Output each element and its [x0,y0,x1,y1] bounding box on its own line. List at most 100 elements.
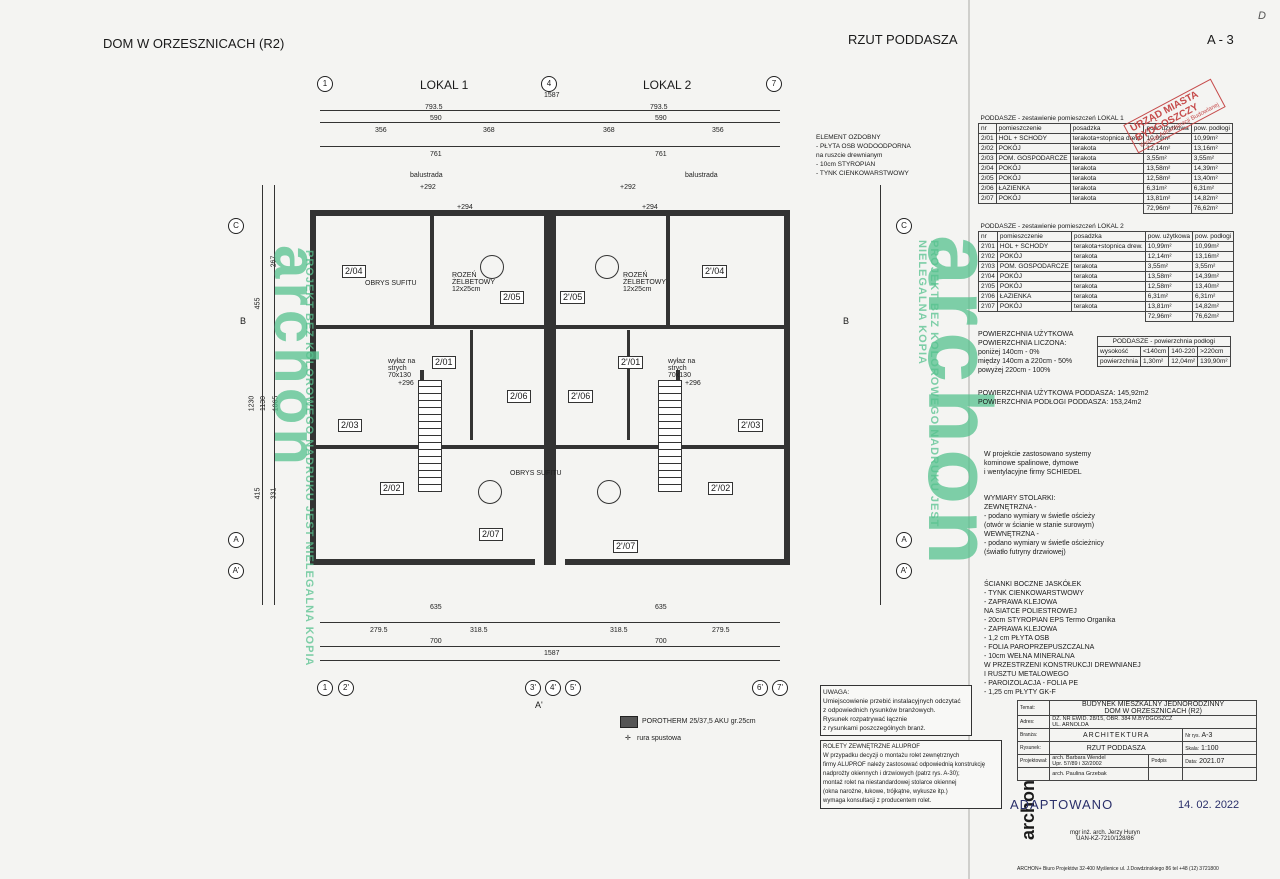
stairs [418,380,442,492]
dim: 590 [430,115,442,122]
dim: 700 [430,638,442,645]
axis-mark: 7 [766,76,782,92]
room-label: 2/01 [432,356,456,369]
paper-fold [968,0,970,879]
dim: 761 [655,151,667,158]
level-mark: +296 [685,380,701,387]
brand-watermark: archon [262,245,329,470]
axis-mark: 4' [545,680,561,696]
lokal1-label: LOKAL 1 [420,78,469,92]
axis-mark: 1 [317,680,333,696]
copy-warning-watermark: PROJEKT BEZ KOLOROWEGO NADRUKU JEST NIEL… [303,250,315,667]
dim: 415 [254,487,262,500]
roof-window-symbol [595,255,619,279]
dim: 356 [375,127,387,134]
dim-line [320,146,780,147]
office-footer: ARCHON+ Biuro Projektów 32-400 Myślenice… [1017,866,1219,872]
wall [565,559,790,565]
joinery-dimensions-note: WYMIARY STOLARKI: ZEWNĘTRZNA - - podano … [984,495,1104,556]
room-label: 2/07 [479,528,503,541]
stairs [658,380,682,492]
dim-half: 793.5 [425,104,443,111]
copy-warning-watermark: PROJEKT BEZ KOLOROWEGO NADRUKU JEST NIEL… [916,240,940,528]
dim-line [320,622,780,623]
axis-mark: C [896,218,912,234]
room-label: 2'/05 [560,291,586,304]
room-label: 2/05 [500,291,524,304]
room-label: 2'/02 [708,482,734,495]
chimney-note: ROZEŃ ŻELBETOWY 12x25cm [452,272,495,293]
dormer-wall-layers-note: ŚCIANKI BOCZNE JASKÓŁEK - TYNK CIENKOWAR… [984,581,1141,696]
dim: 368 [483,127,495,134]
corner-mark: D [1258,10,1266,22]
dim: 635 [430,604,442,611]
dim-overall-top: 1587 [544,92,560,99]
dim: 318.5 [470,627,488,634]
axis-mark: A [228,532,244,548]
dim: 700 [655,638,667,645]
axis-mark: 4 [541,76,557,92]
sheet-number: A - 3 [1207,32,1234,47]
axis-mark: 2' [338,680,354,696]
dim-line [320,110,780,111]
axis-mark: 3' [525,680,541,696]
party-wall [544,210,556,565]
room-label: 2/04 [342,265,366,278]
sheet-subtitle: RZUT PODDASZA [848,32,958,47]
roof-window-symbol [597,480,621,504]
checker-credentials: mgr inż. arch. Jerzy Huryn UAN-KZ-7210/1… [1070,830,1141,842]
dim: 590 [655,115,667,122]
level-mark: +294 [457,204,473,211]
wall [430,216,434,325]
axis-mark: A [896,532,912,548]
axis-mark: A' [896,563,912,579]
axis-mark: A' [228,563,244,579]
wall [666,216,670,325]
dim-line [274,185,275,605]
dim: 279.5 [712,627,730,634]
shutters-note-box: ROLETY ZEWNĘTRZNE ALUPROF W przypadku de… [820,740,1002,809]
dim: 356 [712,127,724,134]
axis-mark: 5' [565,680,581,696]
roof-window-symbol [480,255,504,279]
downpipe-legend-label: rura spustowa [637,735,681,742]
dim: 368 [603,127,615,134]
wall [310,210,316,565]
dim: 1230 [248,395,256,412]
downpipe-legend-icon: ✛ [625,735,631,742]
wall [316,325,544,329]
attic-hatch-note: wyłaz na strych 70x130 [388,358,416,379]
dim: 761 [430,151,442,158]
lokal2-label: LOKAL 2 [643,78,692,92]
section-mark: A' [535,700,543,710]
axis-mark: C [228,218,244,234]
dim-overall-bottom: 1587 [544,650,560,657]
floor-plan [300,180,800,600]
dim-half: 793.5 [650,104,668,111]
level-mark: +294 [642,204,658,211]
adapted-date: 14. 02. 2022 [1178,799,1240,811]
dim: 635 [655,604,667,611]
balustrade-label: balustrada [410,172,443,179]
axis-mark: 6' [752,680,768,696]
wall [310,559,535,565]
chimney-note: ROZEŃ ŻELBETOWY 12x25cm [623,272,666,293]
dim-line [320,122,780,123]
wall-legend-label: POROTHERM 25/37,5 AKU gr.25cm [642,718,756,725]
ceiling-outline-note: OBRYS SUFITU [510,470,562,477]
